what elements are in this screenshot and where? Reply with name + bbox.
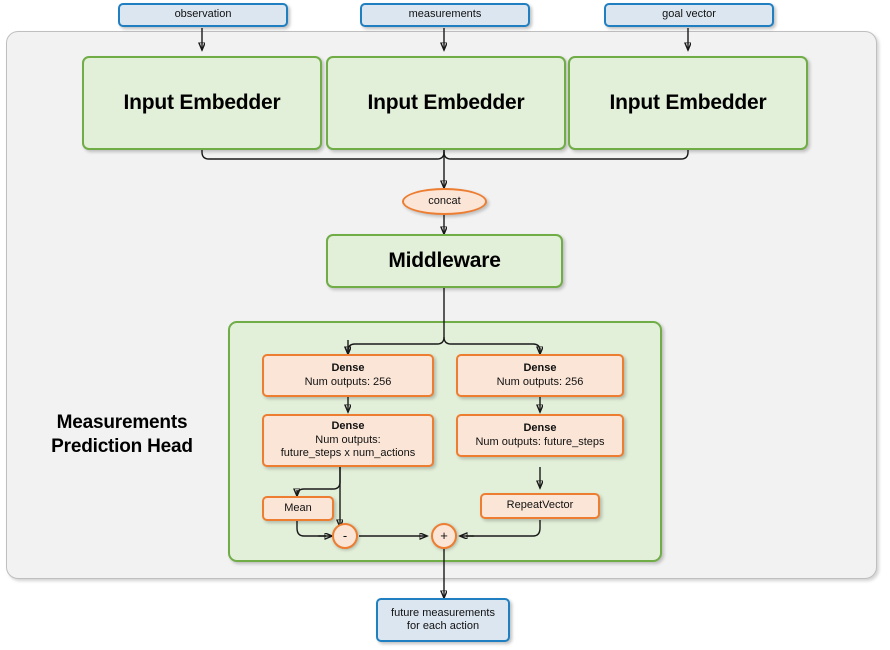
input-embedder-3[interactable]: Input Embedder [568,56,808,150]
input-embedder-1[interactable]: Input Embedder [82,56,322,150]
repeat-vector-label: RepeatVector [506,499,574,512]
input-embedder-2-label: Input Embedder [367,91,525,115]
left-dense-256[interactable]: Dense Num outputs: 256 [262,354,434,397]
output-box-future-measurements[interactable]: future measurements for each action [376,598,510,642]
middleware-label: Middleware [388,249,501,273]
repeat-vector-node[interactable]: RepeatVector [480,493,600,519]
middleware-node[interactable]: Middleware [326,234,563,288]
input-label-goal-vector: goal vector [662,8,716,21]
add-operator[interactable]: + [431,523,457,549]
right-dense-256-title: Dense [523,362,557,375]
input-box-observation[interactable]: observation [118,3,288,27]
left-dense-fsna-title: Dense [331,420,365,433]
concat-label: concat [428,194,461,207]
measurements-prediction-head-label: Measurements Prediction Head [24,411,220,459]
input-box-measurements[interactable]: measurements [360,3,530,27]
output-label-line-2: for each action [406,620,480,632]
subtract-operator[interactable]: - [332,523,358,549]
right-dense-256[interactable]: Dense Num outputs: 256 [456,354,624,397]
mean-label: Mean [284,501,312,514]
mean-node[interactable]: Mean [262,496,334,521]
output-label-line-1: future measurements [391,606,495,619]
input-box-goal-vector[interactable]: goal vector [604,3,774,27]
concat-node[interactable]: concat [402,188,487,215]
input-embedder-3-label: Input Embedder [609,91,767,115]
left-dense-future-steps-actions[interactable]: Dense Num outputs: future_steps x num_ac… [262,414,434,467]
input-label-observation: observation [174,8,232,21]
left-dense-fsna-sub-1: Num outputs: [315,433,381,446]
add-operator-label: + [440,528,448,544]
subtract-operator-label: - [342,528,348,544]
head-label-line-2: Prediction Head [51,435,193,457]
input-embedder-1-label: Input Embedder [123,91,281,115]
head-label-line-1: Measurements [56,412,188,433]
input-embedder-2[interactable]: Input Embedder [326,56,566,150]
right-dense-256-sub: Num outputs: 256 [496,375,584,388]
input-label-measurements: measurements [408,8,482,21]
right-dense-fs-sub: Num outputs: future_steps [475,435,605,448]
right-dense-fs-title: Dense [523,422,557,435]
left-dense-256-title: Dense [331,362,365,375]
left-dense-fsna-sub-2: future_steps x num_actions [280,447,416,460]
right-dense-future-steps[interactable]: Dense Num outputs: future_steps [456,414,624,457]
left-dense-256-sub: Num outputs: 256 [304,375,392,388]
